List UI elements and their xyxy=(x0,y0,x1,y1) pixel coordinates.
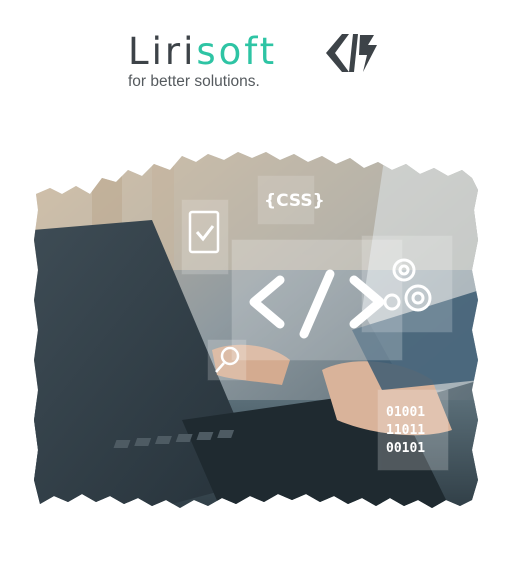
brand-wordmark-part1: Liri xyxy=(128,30,197,73)
brand-logo: Lirisoft for better solutions. xyxy=(124,30,394,96)
brand-wordmark-part2: soft xyxy=(196,30,278,73)
clipboard-check-icon xyxy=(188,210,220,254)
css-icon: {CSS} xyxy=(264,191,325,211)
hero-image: {CSS} 01001 11011 xyxy=(32,150,480,512)
binary-line-3: 00101 xyxy=(386,441,425,456)
brand-tagline: for better solutions. xyxy=(128,73,260,90)
binary-line-1: 01001 xyxy=(386,405,425,420)
brand-wordmark: Lirisoft xyxy=(128,30,277,74)
search-icon xyxy=(215,346,240,373)
binary-line-2: 11011 xyxy=(386,423,425,438)
code-icon xyxy=(249,269,385,339)
gears-icon xyxy=(383,258,432,312)
code-brackets-slash-icon xyxy=(326,34,377,72)
binary-icon: 01001 11011 00101 xyxy=(386,405,425,456)
